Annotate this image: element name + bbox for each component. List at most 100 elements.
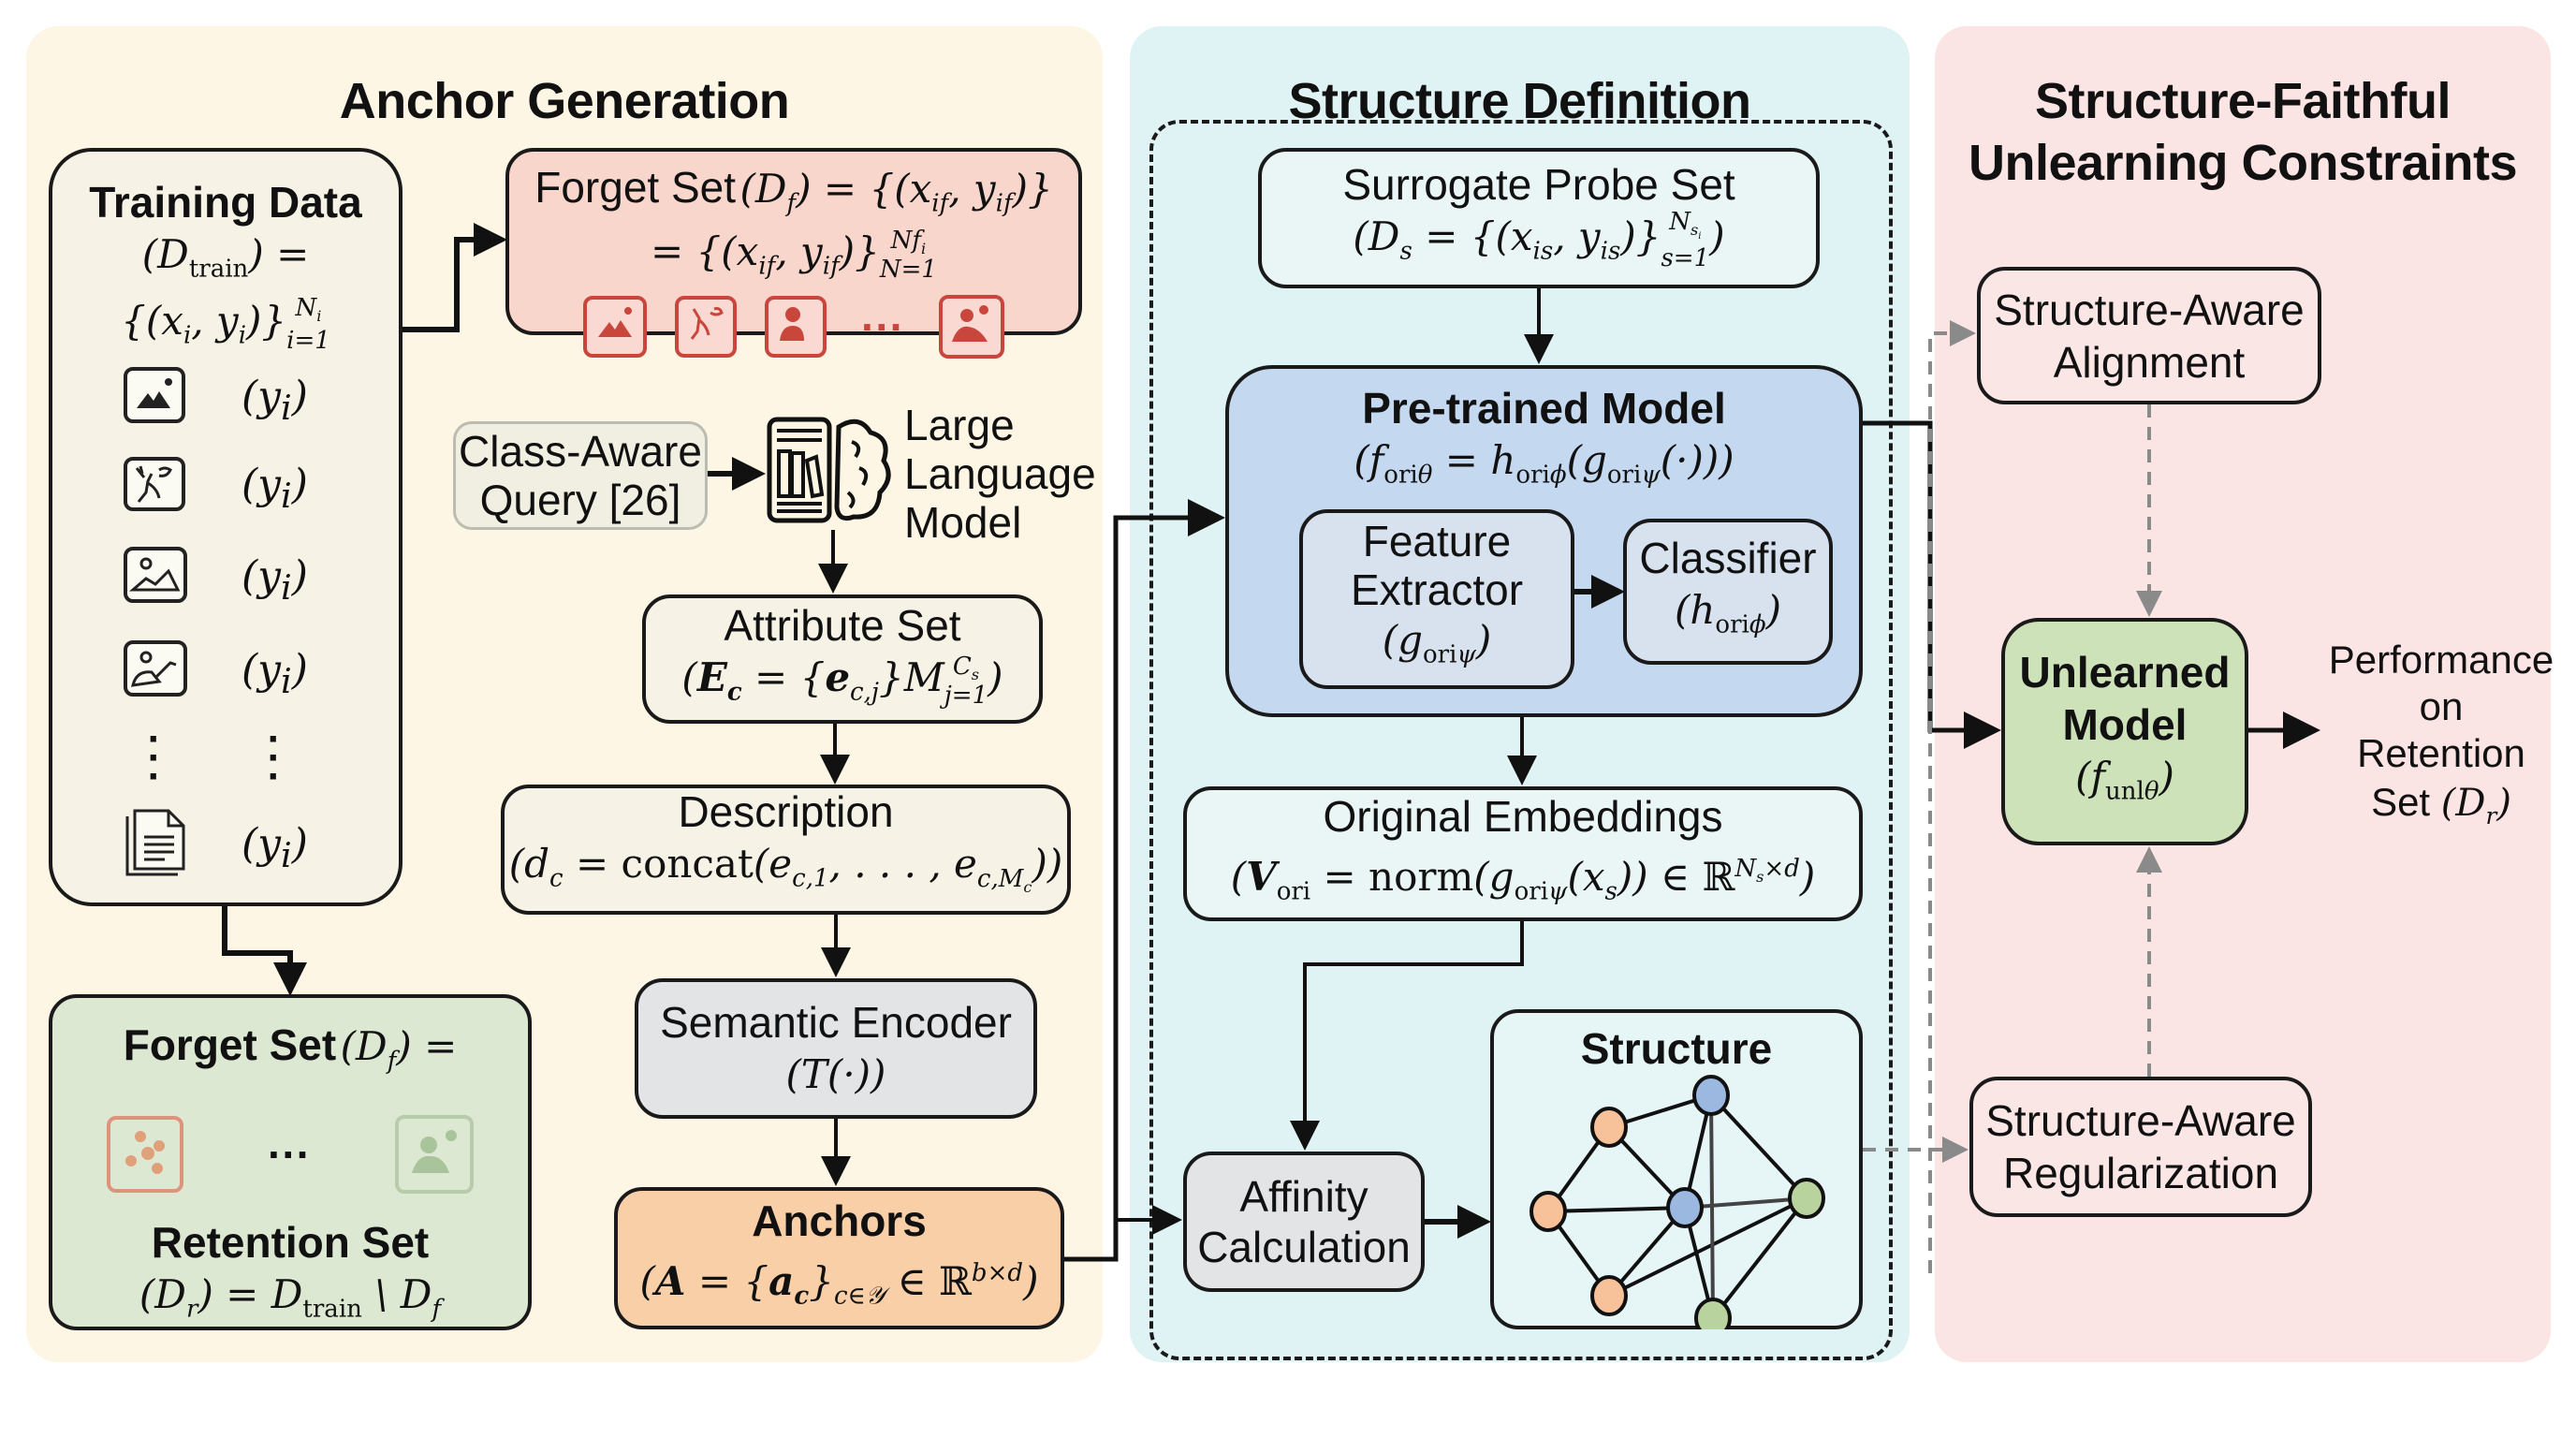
training-item-3: (yi) [124, 547, 367, 612]
vertical-ellipsis-icon: ··· [147, 716, 162, 800]
classifier-box: Classifier (horiϕ) [1623, 519, 1833, 665]
training-item-1: (yi) [124, 367, 367, 433]
forget-set-icons: ··· [583, 294, 1004, 359]
group-image-icon [939, 294, 1004, 359]
original-embeddings-title: Original Embeddings [1323, 791, 1723, 841]
llm-label: Large Language Model [904, 401, 1096, 547]
training-item-4: (yi) [124, 640, 367, 706]
label-y: (yi) [242, 552, 308, 608]
anchors-box: Anchors (A = {ac}c∈𝒴 ∈ ℝb×d) [614, 1187, 1064, 1329]
forget-set-line1: Forget Set (Df) = {(xif, yif)} [534, 163, 1053, 218]
structure-title: Structure [1580, 1024, 1773, 1073]
label-y: (yi) [242, 820, 308, 875]
unlearned-model-box: Unlearned Model (funlθ) [2001, 618, 2248, 845]
classifier-label: Classifier [1639, 534, 1817, 583]
graph-node-g1 [1788, 1178, 1825, 1219]
mountain-image-icon [124, 367, 185, 423]
retention-set-math: (Dr) = Dtrain \ Df [139, 1271, 442, 1324]
unlearned-line2: Model [2062, 699, 2188, 749]
ellipsis-icon: ··· [861, 301, 904, 351]
performance-line2: on [2419, 684, 2464, 728]
panel-title: Anchor Generation [339, 73, 790, 129]
deer-image-icon [675, 295, 737, 358]
feature-extractor-line2: Extractor [1350, 565, 1524, 615]
sa-alignment-line2: Alignment [2053, 337, 2246, 387]
mountain-image-icon [583, 295, 647, 358]
performance-line4: Set (Dr) [2371, 780, 2511, 829]
deer-image-icon [124, 457, 185, 511]
sa-regularization-line1: Structure-Aware [1985, 1096, 2296, 1145]
graph-edge [1608, 1196, 1808, 1298]
graph-edge [1547, 1206, 1686, 1213]
landscape-image-icon [124, 547, 187, 603]
performance-label: Performance on Retention Set (Dr) [2325, 637, 2557, 843]
performance-line3: Retention [2357, 731, 2525, 775]
graph-node-o2 [1530, 1191, 1567, 1232]
performance-line1: Performance [2328, 638, 2554, 682]
pretrained-title: Pre-trained Model [1362, 384, 1726, 433]
graph-edge [1711, 1196, 1808, 1320]
class-aware-query-line1: Class-Aware [459, 427, 702, 476]
class-aware-query-box: Class-Aware Query [26] [453, 421, 708, 530]
label-y: (yi) [242, 373, 308, 428]
affinity-line1: Affinity [1239, 1172, 1368, 1221]
description-math: (dc = concat(ec,1, . . . , ec,Mc)) [508, 841, 1063, 896]
feature-extractor-line1: Feature [1362, 517, 1512, 566]
semantic-encoder-box: Semantic Encoder (T(·)) [635, 978, 1037, 1119]
structure-box: Structure [1490, 1009, 1863, 1329]
llm-book-brain-icon [766, 414, 897, 528]
semantic-encoder-math: (T(·)) [785, 1051, 886, 1097]
person-image-icon [765, 295, 827, 358]
classifier-math: (horiϕ) [1674, 587, 1782, 639]
graph-node-o3 [1590, 1275, 1628, 1316]
ellipsis-icon: ··· [268, 1130, 311, 1180]
graph-node-b2 [1666, 1187, 1704, 1228]
panel-title-line2: Unlearning Constraints [1968, 135, 2518, 191]
panel-title-line1: Structure-Faithful [2035, 73, 2452, 129]
llm-label-line1: Large [904, 401, 1015, 449]
forget-retention-icons: ··· [107, 1115, 474, 1195]
feature-extractor-box: Feature Extractor (goriψ) [1299, 509, 1574, 689]
pretrained-math: (foriθ = horiϕ(goriψ(·))) [1354, 437, 1734, 490]
original-embeddings-box: Original Embeddings (Vori = norm(goriψ(x… [1183, 786, 1863, 921]
surrogate-probe-set-box: Surrogate Probe Set (Ds = {(xis, yis)}Ns… [1258, 148, 1820, 288]
graph-node-b1 [1692, 1075, 1730, 1116]
forget-set-box: Forget Set (Df) = {(xif, yif)} = {(xif, … [505, 148, 1082, 359]
attribute-set-title: Attribute Set [724, 601, 961, 651]
vertical-ellipsis-icon: ··· [267, 716, 282, 800]
graph-edge [1684, 1196, 1808, 1210]
unlearned-math: (funlθ) [2075, 753, 2174, 806]
class-aware-query-line2: Query [26] [479, 476, 681, 524]
graph-edge [1709, 1093, 1808, 1200]
graph-node-o1 [1590, 1107, 1628, 1148]
forget-set-row: Forget Set (Df) = [123, 1020, 458, 1076]
training-item-6: (yi) [124, 807, 367, 882]
sa-regularization-line2: Regularization [2002, 1149, 2279, 1197]
document-icon [124, 807, 189, 878]
semantic-encoder-title: Semantic Encoder [660, 998, 1012, 1047]
label-y: (yi) [242, 646, 308, 701]
structure-graph [1530, 1075, 1825, 1329]
training-data-title: Training Data [89, 178, 362, 227]
llm-label-line2: Language [904, 449, 1096, 498]
affinity-calculation-box: Affinity Calculation [1183, 1152, 1425, 1292]
sa-regularization-box: Structure-Aware Regularization [1969, 1077, 2312, 1217]
retention-set-label: Retention Set [151, 1218, 430, 1268]
anchors-math: (A = {ac}c∈𝒴 ∈ ℝb×d) [639, 1257, 1039, 1311]
training-data-formula-line1: (Dtrain) = [141, 231, 310, 284]
llm-label-line3: Model [904, 498, 1022, 547]
description-title: Description [678, 787, 894, 837]
sa-alignment-line1: Structure-Aware [1994, 285, 2305, 334]
original-embeddings-math: (Vori = norm(goriψ(xs)) ∈ ℝNs×d) [1230, 853, 1816, 906]
person-image-icon [124, 640, 187, 697]
affinity-line2: Calculation [1197, 1223, 1411, 1271]
description-box: Description (dc = concat(ec,1, . . . , e… [501, 785, 1071, 915]
surrogate-title: Surrogate Probe Set [1342, 160, 1735, 210]
person-image-icon [394, 1115, 474, 1195]
scatter-image-icon [107, 1116, 184, 1194]
